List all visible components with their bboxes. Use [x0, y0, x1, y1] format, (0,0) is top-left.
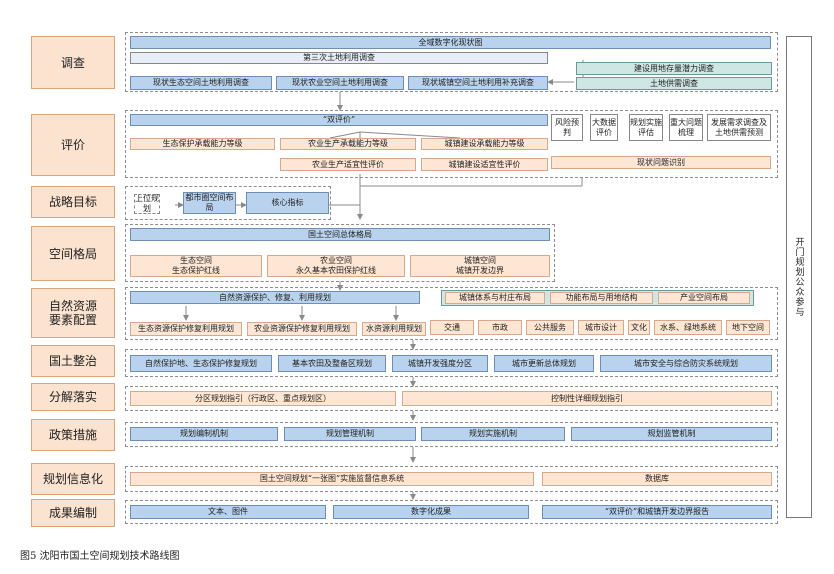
box-agri-capacity: 农业生产承载能力等级: [280, 138, 416, 150]
box-eco-capacity: 生态保护承载能力等级: [130, 138, 275, 150]
box-resource-plan: 自然资源保护、修复、利用规划: [130, 291, 420, 304]
box-info-system: 国土空间规划“一张图”实施监督信息系统: [130, 472, 534, 486]
box-municipal: 市政: [478, 320, 522, 335]
box-agri-resource: 农业资源保护修复利用规划: [247, 322, 357, 336]
box-eco-space: 生态空间 生态保护红线: [130, 255, 262, 277]
box-urban-space: 城镇空间 城镇开发边界: [410, 255, 550, 277]
box-urban-capacity: 城镇建设承载能力等级: [421, 138, 548, 150]
box-urban-system: 城镇体系与村庄布局: [445, 292, 545, 304]
box-func-layout: 功能布局与用地结构: [550, 292, 653, 304]
box-digital-map: 全域数字化现状图: [130, 36, 771, 49]
box-agri-survey: 现状农业空间土地利用调查: [276, 76, 404, 90]
row-frame-decomp: [125, 386, 778, 411]
row-label-policy: 政策措施: [31, 419, 115, 451]
box-renewal: 城市更新总体规划: [494, 355, 594, 372]
box-traffic: 交通: [430, 320, 474, 335]
row-frame-policy: [125, 422, 778, 447]
box-risk: 风险预判: [551, 114, 583, 141]
box-compile-mech: 规划编制机制: [130, 427, 278, 441]
row-frame-spatial: [125, 224, 555, 282]
side-label: 开门规划公众参与: [793, 237, 804, 317]
row-label-survey: 调查: [31, 36, 115, 89]
row-frame-info: [125, 466, 778, 492]
box-agri-space: 农业空间 永久基本农田保护红线: [267, 255, 405, 277]
box-impl-assess: 规划实施评估: [629, 114, 663, 141]
row-frame-goal: [125, 186, 331, 220]
box-urban-suit: 城镇建设适宜性评价: [421, 158, 548, 171]
box-supervise-mech: 规划监管机制: [571, 427, 772, 441]
box-district-guide: 分区规划指引（行政区、重点规划区）: [130, 391, 396, 406]
row-label-rect: 国土整治: [31, 345, 115, 377]
box-bigdata: 大数据评价: [590, 114, 618, 141]
box-eco-resource: 生态资源保护修复利用规划: [130, 322, 242, 336]
row-label-result: 成果编制: [31, 499, 115, 527]
box-water-green: 水系、绿地系统: [654, 320, 722, 335]
row-frame-eval: [125, 110, 778, 178]
box-database: 数据库: [542, 472, 772, 486]
box-urban-design: 城市设计: [578, 320, 624, 335]
box-urban-survey: 现状城镇空间土地利用补充调查: [408, 76, 548, 90]
box-eco-survey: 现状生态空间土地利用调查: [130, 76, 272, 90]
box-report: “双评价”和城镇开发边界报告: [542, 505, 772, 519]
box-text-maps: 文本、图件: [130, 505, 326, 519]
row-label-eval: 评价: [31, 114, 115, 176]
box-agri-suit: 农业生产适宜性评价: [280, 158, 416, 171]
box-intensity: 城镇开发强度分区: [392, 355, 488, 372]
row-label-nature: 自然资源 要素配置: [31, 288, 115, 338]
box-demand: 发展需求调查及土地供需预测: [707, 114, 771, 141]
box-water-resource: 水资源利用规划: [362, 322, 426, 336]
box-protected-area: 自然保护地、生态保护修复规划: [130, 355, 272, 372]
figure-caption: 图5 沈阳市国土空间规划技术路线图: [20, 551, 180, 562]
box-safety: 城市安全与综合防灾系统规划: [600, 355, 772, 372]
row-frame-rect: [125, 349, 778, 377]
box-metro: 都市圈空间布局: [183, 192, 236, 214]
row-label-spatial: 空间格局: [31, 226, 115, 281]
row-label-decomp: 分解落实: [31, 383, 115, 411]
box-digital-result: 数字化成果: [333, 505, 529, 519]
box-overall-pattern: 国土空间总体格局: [130, 228, 550, 241]
box-regulatory-guide: 控制性详细规划指引: [402, 391, 772, 406]
box-supply-survey: 土地供需调查: [576, 77, 772, 90]
box-third-land-survey: 第三次土地利用调查: [130, 52, 548, 64]
box-underground: 地下空间: [726, 320, 770, 335]
box-manage-mech: 规划管理机制: [284, 427, 416, 441]
row-frame-survey: [125, 32, 778, 92]
box-stock-survey: 建设用地存量潜力调查: [576, 62, 772, 75]
row-label-info: 规划信息化: [31, 463, 115, 495]
box-implement-mech: 规划实施机制: [421, 427, 565, 441]
row-frame-nature: [125, 287, 778, 340]
box-farmland: 基本农田及整备区规划: [278, 355, 386, 372]
box-problem-id: 现状问题识别: [551, 156, 771, 169]
box-double-eval: “双评价”: [130, 114, 548, 126]
box-industry: 产业空间布局: [658, 292, 750, 304]
box-upper-plan: 上位规划: [134, 194, 160, 214]
row-frame-result: [125, 500, 778, 524]
box-core-index: 核心指标: [246, 192, 329, 214]
box-culture: 文化: [628, 320, 650, 335]
public-participation-bar: 开门规划公众参与: [786, 36, 812, 518]
box-major-issues: 重大问题梳理: [669, 114, 703, 141]
box-public-service: 公共服务: [526, 320, 574, 335]
row-label-goal: 战略目标: [31, 186, 115, 218]
